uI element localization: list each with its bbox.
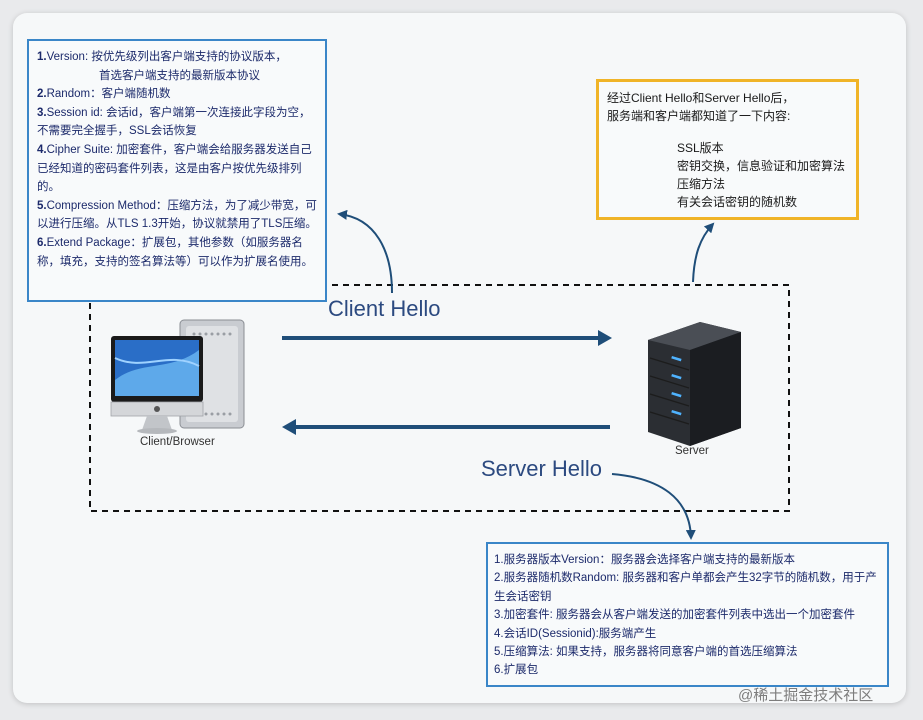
server-field: 2.服务器随机数Random: 服务器和客户单都会产生32字节的随机数，用于产生…: [494, 572, 877, 603]
client-hello-fields-box: 1.Version: 按优先级列出客户端支持的协议版本， 首选客户端支持的最新版…: [27, 39, 327, 302]
server-rack-icon: [648, 322, 741, 446]
handshake-result-box: 经过Client Hello和Server Hello后， 服务端和客户端都知道…: [596, 79, 859, 220]
server-hello-label: Server Hello: [481, 456, 603, 481]
client-hello-label: Client Hello: [328, 296, 441, 321]
client-hello-connector: [337, 209, 393, 294]
result-list: SSL版本 密钥交换，信息验证和加密算法 压缩方法 有关会话密钥的随机数: [607, 139, 848, 211]
server-hello-fields-box: 1.服务器版本Version：服务器会选择客户端支持的最新版本 2.服务器随机数…: [486, 542, 889, 687]
client-field-compression: 5.Compression Method：压缩方法，为了减少带宽，可以进行压缩。…: [37, 199, 317, 231]
result-item: SSL版本: [677, 141, 724, 155]
client-field-version: 1.Version: 按优先级列出客户端支持的协议版本，: [37, 51, 287, 63]
client-hello-arrow: [282, 330, 612, 346]
client-field-extend: 6.Extend Package：扩展包，其他参数（如服务器名称，填充，支持的签…: [37, 236, 313, 268]
result-item: 压缩方法: [677, 177, 726, 191]
client-field-version-cont: 首选客户端支持的最新版本协议: [99, 69, 260, 82]
result-item: 密钥交换，信息验证和加密算法: [677, 159, 846, 173]
server-field: 1.服务器版本Version：服务器会选择客户端支持的最新版本: [494, 554, 795, 566]
result-connector: [692, 222, 715, 283]
server-hello-connector: [611, 473, 696, 540]
client-field-random: 2.Random：客户端随机数: [37, 88, 171, 101]
desktop-computer-icon: [110, 319, 245, 434]
result-item: 有关会话密钥的随机数: [677, 195, 798, 209]
client-field-session-id: 3.Session id: 会话id，客户端第一次连接此字段为空，不需要完全握手…: [37, 106, 311, 138]
server-field: 6.扩展包: [494, 664, 539, 677]
server-hello-arrow: [282, 419, 610, 435]
result-intro-line2: 服务端和客户端都知道了一下内容:: [607, 109, 791, 123]
server-field: 4.会话ID(Sessionid):服务端产生: [494, 627, 657, 640]
client-caption: Client/Browser: [140, 436, 215, 448]
server-caption: Server: [675, 445, 709, 457]
server-field: 5.压缩算法: 如果支持，服务器将同意客户端的首选压缩算法: [494, 646, 798, 659]
watermark: @稀土掘金技术社区: [738, 687, 874, 704]
client-field-cipher-suite: 4.Cipher Suite: 加密套件，客户端会给服务器发送自己已经知道的密码…: [37, 143, 312, 194]
result-intro-line1: 经过Client Hello和Server Hello后，: [607, 91, 795, 105]
server-field: 3.加密套件: 服务器会从客户端发送的加密套件列表中选出一个加密套件: [494, 609, 855, 622]
